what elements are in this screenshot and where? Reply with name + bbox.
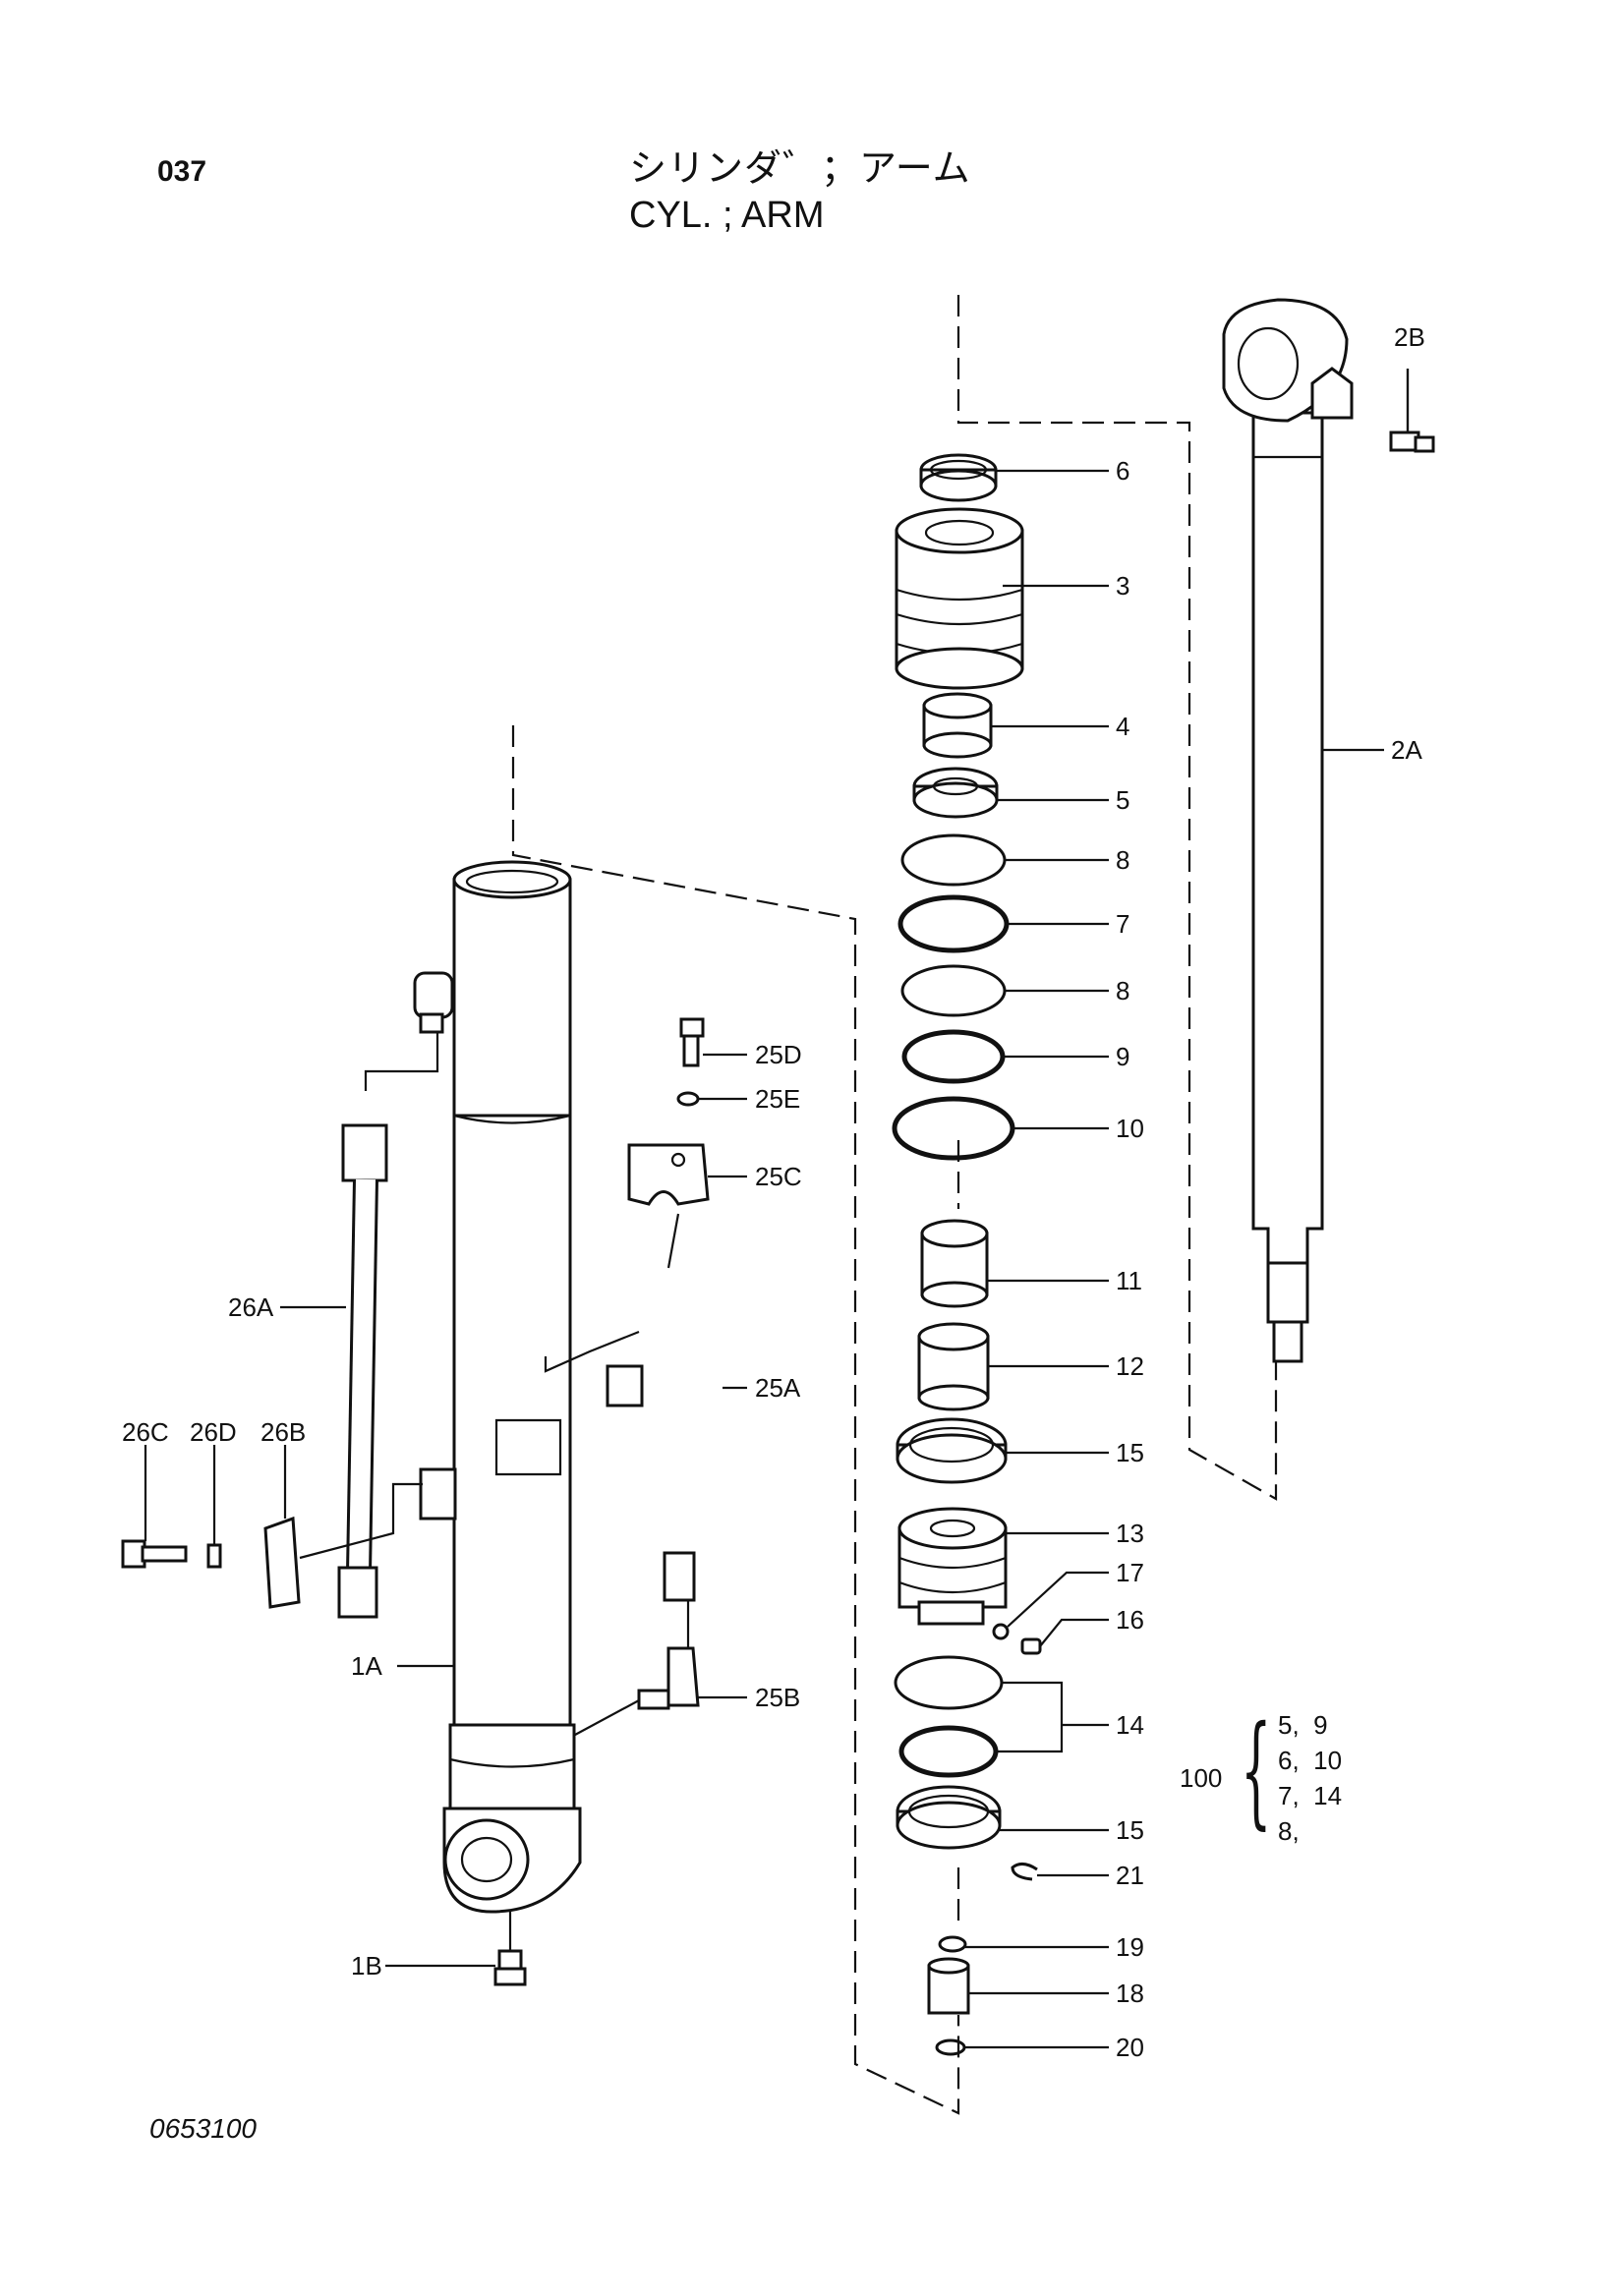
label-part-8-a: 8: [1116, 845, 1130, 875]
pipe-assembly-25: [606, 1226, 729, 1710]
label-part-26b: 26B: [260, 1417, 307, 1447]
grease-fitting-1b: [493, 1912, 527, 1986]
label-part-9: 9: [1116, 1042, 1130, 1071]
label-part-10: 10: [1116, 1114, 1144, 1143]
nut-18: [927, 1957, 970, 2015]
piston-rod-2a: [1222, 298, 1354, 1363]
label-part-16: 16: [1116, 1605, 1144, 1635]
label-part-13: 13: [1116, 1519, 1144, 1548]
label-part-25a: 25A: [755, 1373, 801, 1403]
washer-25e: [676, 1091, 700, 1107]
washer-20: [935, 2038, 966, 2056]
assembly-guide-left: [511, 725, 960, 2115]
leader-lines: [144, 369, 1410, 2049]
label-part-18: 18: [1116, 1979, 1144, 2008]
seal-kit-line-1: 5, 9: [1278, 1710, 1328, 1740]
wear-ring-15-b: [896, 1785, 1002, 1850]
piston-13: [897, 1507, 1008, 1626]
seal-kit-brace: {: [1241, 1700, 1272, 1842]
buffer-ring-5: [912, 767, 999, 819]
cylinder-tube-1a: [413, 860, 582, 1914]
assembly-guide-right: [956, 295, 1278, 1501]
label-part-25d: 25D: [755, 1040, 802, 1069]
label-part-15-a: 15: [1116, 1438, 1144, 1467]
clamp-25c: [627, 1143, 710, 1206]
label-part-7: 7: [1116, 909, 1130, 939]
page-number: 037: [157, 155, 207, 188]
label-part-12: 12: [1116, 1351, 1144, 1381]
bolt-25d: [679, 1017, 705, 1067]
cylinder-head-3: [895, 507, 1024, 690]
label-part-5: 5: [1116, 785, 1130, 815]
label-part-4: 4: [1116, 712, 1130, 741]
title-japanese: シリンダ゛；アーム: [629, 146, 971, 190]
o-ring-10: [892, 1096, 1015, 1161]
label-part-2b: 2B: [1394, 322, 1425, 352]
seal-kit-line-3: 7, 14: [1278, 1781, 1343, 1810]
steel-ball-17: [992, 1623, 1010, 1640]
set-screw-16: [1020, 1637, 1042, 1655]
label-part-21: 21: [1116, 1861, 1144, 1890]
label-part-26d: 26D: [190, 1417, 237, 1447]
clamp-26b: [263, 1516, 301, 1609]
hose-26a: [337, 1123, 388, 1619]
snap-ring-21: [1011, 1863, 1038, 1881]
ring-19: [938, 1935, 967, 1953]
label-part-6: 6: [1116, 456, 1130, 486]
drawing-number: 0653100: [149, 2113, 258, 2144]
seal-kit-line-2: 6, 10: [1278, 1746, 1343, 1775]
label-part-1a: 1A: [351, 1651, 382, 1681]
label-part-25b: 25B: [755, 1683, 801, 1712]
seal-ring-7: [897, 894, 1010, 953]
label-part-25e: 25E: [755, 1084, 801, 1114]
label-part-8-b: 8: [1116, 976, 1130, 1005]
label-part-26c: 26C: [122, 1417, 169, 1447]
label-part-25c: 25C: [755, 1162, 802, 1191]
slide-ring-14: [894, 1655, 1004, 1710]
dust-seal-6: [919, 453, 998, 502]
label-part-20: 20: [1116, 2033, 1144, 2062]
washer-26d: [206, 1543, 222, 1569]
cushion-11: [920, 1219, 989, 1308]
bushing-4: [922, 692, 993, 759]
wear-ring-15-a: [896, 1417, 1008, 1484]
seal-kit-line-4: 8,: [1278, 1816, 1300, 1846]
backup-ring-9: [901, 1029, 1006, 1084]
title-english: CYL. ; ARM: [629, 195, 825, 236]
o-ring-8-b: [900, 964, 1007, 1017]
bolt-26c: [121, 1539, 188, 1569]
label-part-14: 14: [1116, 1710, 1144, 1740]
label-part-17: 17: [1116, 1558, 1144, 1587]
collar-12: [917, 1322, 990, 1411]
label-part-15-b: 15: [1116, 1815, 1144, 1845]
o-ring-8-a: [900, 833, 1007, 887]
label-part-26a: 26A: [228, 1292, 274, 1322]
label-part-3: 3: [1116, 571, 1130, 601]
seal-kit-number: 100: [1180, 1763, 1223, 1793]
label-part-1b: 1B: [351, 1951, 382, 1980]
grease-fitting-2b: [1389, 369, 1435, 453]
o-ring-14: [898, 1725, 999, 1778]
label-part-19: 19: [1116, 1932, 1144, 1962]
label-part-2a: 2A: [1391, 735, 1422, 765]
label-part-11: 11: [1116, 1266, 1142, 1295]
